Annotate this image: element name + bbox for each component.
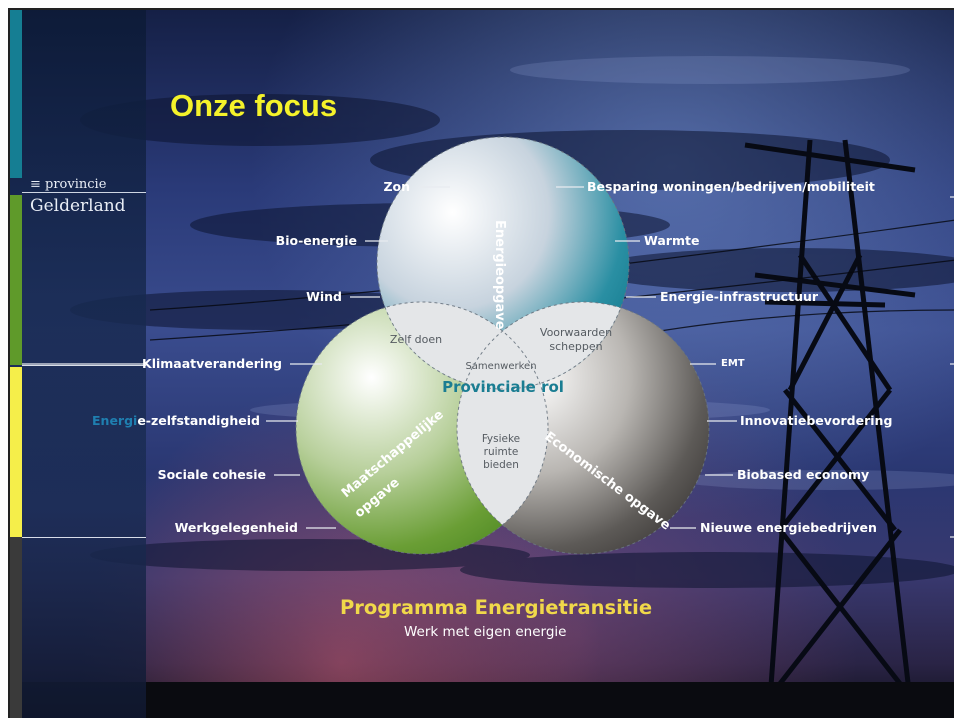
label-innovatiebevordering: Innovatiebevordering <box>740 413 893 428</box>
logo-gelderland: Gelderland <box>30 196 126 216</box>
stripe-teal <box>10 10 22 178</box>
programma-title: Programma Energietransitie <box>340 596 653 619</box>
label-emt: EMT <box>721 358 745 369</box>
label-wind: Wind <box>306 289 342 304</box>
panel-divider <box>22 537 146 538</box>
label-fysieke: Fysieke <box>482 433 520 445</box>
label-zon: Zon <box>383 179 410 194</box>
logo-rule <box>22 192 146 193</box>
label-besparing: Besparing woningen/bedrijven/mobiliteit <box>587 179 875 194</box>
slide: ≡ provincie Gelderland Onze focus <box>8 8 954 718</box>
label-provinciale-rol: Provinciale rol <box>442 378 564 396</box>
label-biobased-economy: Biobased economy <box>737 467 870 482</box>
overlap-bottom <box>457 302 548 554</box>
label-nieuwe-energiebedrijven: Nieuwe energiebedrijven <box>700 520 877 535</box>
label-scheppen: scheppen <box>549 340 602 353</box>
label-energie-infrastructuur: Energie-infrastructuur <box>660 289 819 304</box>
label-bieden: bieden <box>483 459 519 471</box>
label-samenwerken: Samenwerken <box>465 361 536 372</box>
stripe-yellow <box>10 367 22 537</box>
label-sociale-cohesie: Sociale cohesie <box>157 467 266 482</box>
label-werkgelegenheid: Werkgelegenheid <box>174 520 298 535</box>
label-zelf-doen: Zelf doen <box>390 333 442 346</box>
power-pylon <box>149 139 954 701</box>
page-title: Onze focus <box>170 88 338 123</box>
label-energie-prefix: Energi <box>92 413 138 428</box>
label-ruimte: ruimte <box>484 446 519 458</box>
label-energie-zelfstandigheid: Energie-zelfstandigheid <box>92 413 260 428</box>
venn-diagram: Energieopgave Maatschappelijke opgave Ec… <box>22 136 954 555</box>
label-warmte: Warmte <box>644 233 700 248</box>
label-klimaatverandering: Klimaatverandering <box>142 356 282 371</box>
logo-provincie: ≡ provincie <box>30 177 107 192</box>
stripe-grey <box>10 537 22 718</box>
label-energie-rest: e-zelfstandigheid <box>137 413 260 428</box>
ground-silhouette <box>10 682 954 718</box>
label-bio-energie: Bio-energie <box>275 233 357 248</box>
panel-divider <box>22 365 146 366</box>
label-voorwaarden: Voorwaarden <box>540 326 612 339</box>
stripe-green <box>10 195 22 365</box>
programma-subtitle: Werk met eigen energie <box>404 624 567 640</box>
label-energieopgave: Energieopgave <box>492 220 507 330</box>
